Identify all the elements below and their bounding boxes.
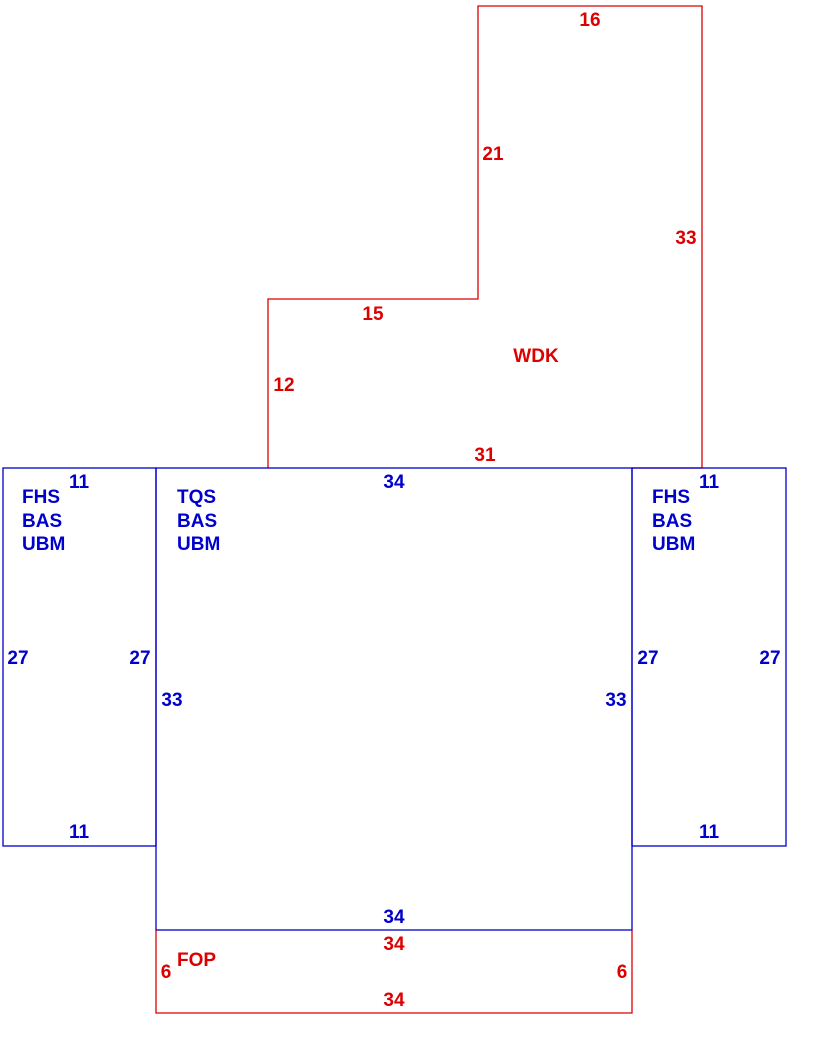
main-dim-left: 33 — [161, 690, 182, 711]
main-code-1: TQS — [177, 487, 216, 508]
left-wing-dim-left: 27 — [7, 648, 28, 669]
deck-code-label: WDK — [513, 346, 559, 367]
right-wing-dim-bottom: 11 — [699, 822, 720, 843]
porch-outline — [155, 930, 633, 1014]
porch-dim-top: 34 — [383, 934, 405, 955]
left-wing-code-3: UBM — [22, 534, 65, 555]
deck-dim-bottom: 31 — [474, 445, 496, 466]
main-dim-right: 33 — [605, 690, 626, 711]
right-wing-code-2: BAS — [652, 511, 692, 532]
left-wing-dim-bottom: 11 — [69, 822, 90, 843]
left-wing-code-1: FHS — [22, 487, 60, 508]
deck-dim-step-horizontal: 15 — [362, 304, 384, 325]
porch-dim-bottom: 34 — [383, 990, 405, 1011]
deck-dim-left: 12 — [273, 375, 294, 396]
porch-code-label: FOP — [177, 950, 216, 971]
main-dim-bottom: 34 — [383, 907, 405, 928]
main-code-3: UBM — [177, 534, 220, 555]
porch-dim-right: 6 — [617, 962, 628, 983]
right-wing-outline — [631, 467, 787, 847]
deck-dim-step-vertical: 21 — [482, 144, 504, 165]
left-wing-code-2: BAS — [22, 511, 62, 532]
main-code-2: BAS — [177, 511, 217, 532]
right-wing-dim-top: 11 — [699, 472, 720, 493]
deck-dim-top: 16 — [579, 10, 600, 31]
left-wing-dim-top: 11 — [69, 472, 90, 493]
main-dim-top: 34 — [383, 472, 405, 493]
porch-dim-left: 6 — [161, 962, 172, 983]
right-wing-code-3: UBM — [652, 534, 695, 555]
deck-outline — [267, 5, 703, 468]
right-wing-dim-right: 27 — [759, 648, 780, 669]
right-wing-code-1: FHS — [652, 487, 690, 508]
left-wing-dim-right: 27 — [129, 648, 150, 669]
deck-dim-right: 33 — [675, 228, 696, 249]
main-house-outline — [155, 467, 633, 931]
right-wing-dim-left: 27 — [637, 648, 658, 669]
